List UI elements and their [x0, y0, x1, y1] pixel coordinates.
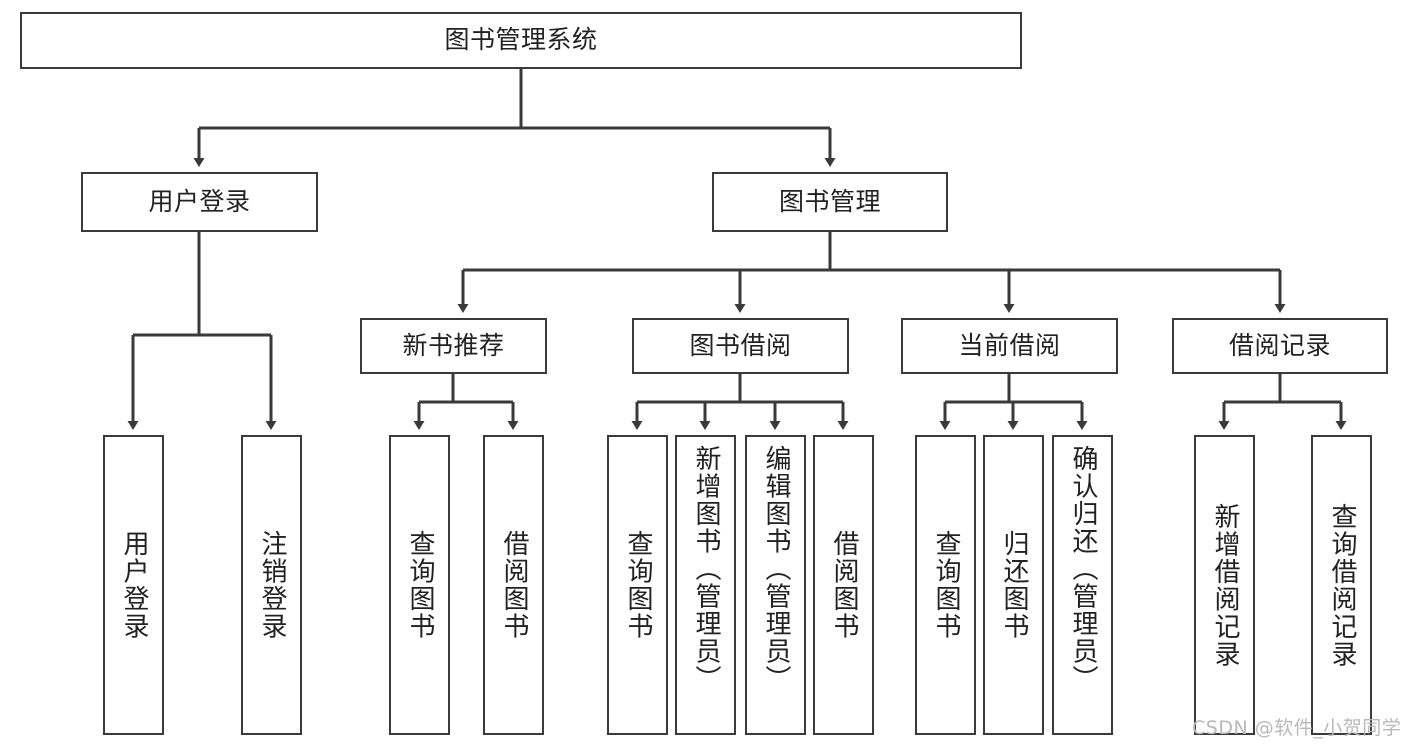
leaf-logout[interactable]: 注销登录	[241, 435, 302, 735]
node-user-login-label: 用户登录	[148, 186, 251, 216]
leaf-query-book-current-label: 查询图书	[931, 530, 962, 640]
leaf-add-book-admin[interactable]: 新增图书（管理员）	[675, 435, 736, 735]
leaf-add-borrow-record[interactable]: 新增借阅记录	[1194, 435, 1255, 735]
leaf-add-book-admin-label: 新增图书（管理员）	[691, 445, 722, 693]
leaf-logout-label: 注销登录	[257, 530, 288, 640]
leaf-query-book-recommend-label: 查询图书	[405, 530, 436, 640]
node-current-borrow[interactable]: 当前借阅	[901, 318, 1118, 374]
node-book-management[interactable]: 图书管理	[712, 172, 948, 232]
leaf-user-login-label: 用户登录	[119, 530, 150, 640]
leaf-return-book[interactable]: 归还图书	[983, 435, 1044, 735]
leaf-borrow-book-label: 借阅图书	[829, 530, 860, 640]
leaf-query-book-recommend[interactable]: 查询图书	[389, 435, 450, 735]
node-new-book-recommend-label: 新书推荐	[402, 330, 505, 360]
node-current-borrow-label: 当前借阅	[958, 330, 1061, 360]
node-new-book-recommend[interactable]: 新书推荐	[360, 318, 547, 374]
leaf-query-book-borrow-label: 查询图书	[623, 530, 654, 640]
leaf-query-book-current[interactable]: 查询图书	[915, 435, 976, 735]
node-root[interactable]: 图书管理系统	[20, 12, 1022, 69]
node-user-login[interactable]: 用户登录	[81, 172, 318, 232]
leaf-borrow-book-recommend[interactable]: 借阅图书	[483, 435, 544, 735]
leaf-edit-book-admin-label: 编辑图书（管理员）	[761, 445, 792, 693]
node-borrow-record[interactable]: 借阅记录	[1172, 318, 1388, 374]
leaf-query-borrow-record-label: 查询借阅记录	[1327, 502, 1358, 668]
leaf-borrow-book[interactable]: 借阅图书	[813, 435, 874, 735]
leaf-return-book-label: 归还图书	[999, 530, 1030, 640]
leaf-confirm-return-admin[interactable]: 确认归还（管理员）	[1052, 435, 1113, 735]
leaf-query-borrow-record[interactable]: 查询借阅记录	[1311, 435, 1372, 735]
leaf-edit-book-admin[interactable]: 编辑图书（管理员）	[745, 435, 806, 735]
leaf-add-borrow-record-label: 新增借阅记录	[1210, 502, 1241, 668]
node-book-management-label: 图书管理	[778, 186, 881, 216]
watermark: CSDN @软件_小贺同学	[1192, 717, 1402, 739]
node-book-borrow[interactable]: 图书借阅	[632, 318, 849, 374]
node-borrow-record-label: 借阅记录	[1228, 330, 1331, 360]
node-root-label: 图书管理系统	[444, 25, 598, 55]
node-book-borrow-label: 图书借阅	[689, 330, 792, 360]
leaf-user-login[interactable]: 用户登录	[103, 435, 164, 735]
leaf-confirm-return-admin-label: 确认归还（管理员）	[1068, 445, 1099, 693]
leaf-query-book-borrow[interactable]: 查询图书	[607, 435, 668, 735]
leaf-borrow-book-recommend-label: 借阅图书	[499, 530, 530, 640]
